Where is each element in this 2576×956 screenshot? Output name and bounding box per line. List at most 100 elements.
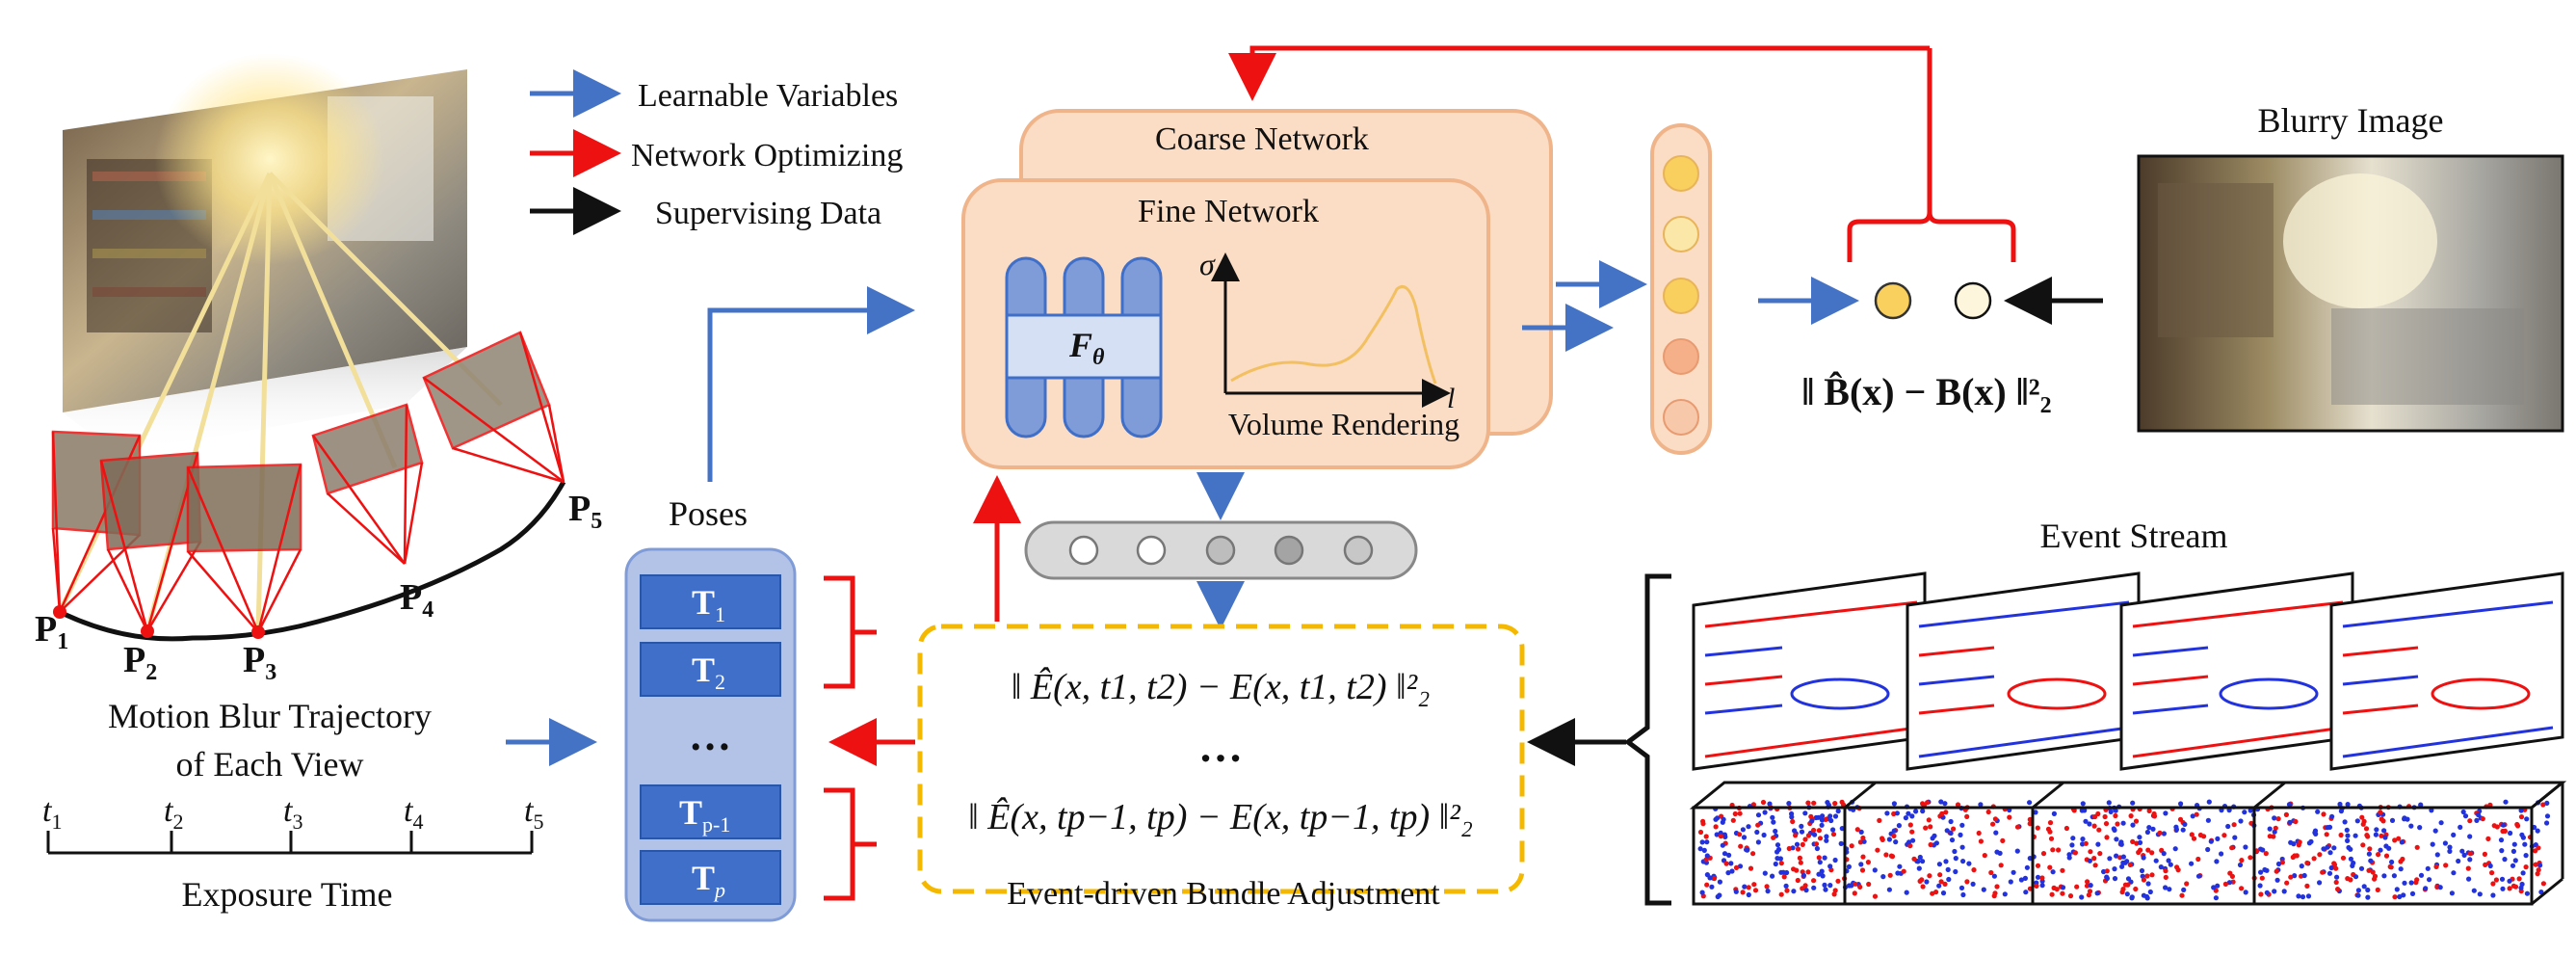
event-point [2437,885,2443,890]
gt-pixel [1954,281,1992,320]
pose-block-2 [640,642,781,697]
event-point [1827,863,1833,869]
event-point [2272,829,2277,835]
event-point [1894,810,1900,816]
event-point [2222,881,2228,888]
event-point [2466,876,2472,882]
event-point [1891,828,1897,834]
event-point [1886,887,1892,892]
event-point [1764,884,1770,890]
event-point [1778,891,1784,897]
event-point [1740,890,1746,895]
event-point [2070,836,2076,841]
event-point [1896,823,1902,829]
event-point [2102,813,2108,820]
event-point [2158,864,2164,870]
event-point [1775,846,1782,853]
event-point [2189,832,2195,837]
event-point [1811,885,1817,890]
event-point [1722,834,1728,840]
event-point [2166,858,2171,863]
event-point [2063,825,2069,832]
event-point [2113,812,2118,819]
event-point [2054,887,2060,892]
event-point [1699,839,1705,845]
event-point [2272,815,2277,821]
event-point [1703,857,1709,863]
event-point [2474,817,2480,824]
event-point [2247,808,2253,813]
pose-block-p [640,850,781,905]
event-point [2447,848,2453,855]
event-point [2060,885,2066,890]
event-point [2301,872,2307,879]
event-point [1883,852,1889,858]
event-point [1797,855,1802,862]
event-point [2014,848,2020,854]
event-point [1906,810,1911,816]
event-point [2379,833,2384,838]
event-point [2423,886,2429,891]
event-point [1795,877,1801,884]
event-point [2239,858,2245,863]
event-point [2114,853,2119,859]
blurry-image-title: Blurry Image [2258,101,2444,140]
event-point [1741,835,1748,840]
event-point [1958,832,1963,838]
event-point [2247,855,2253,861]
event-point [2205,846,2211,853]
event-volume [1689,781,2567,906]
event-point [2348,856,2353,862]
tick-t4: t4 [404,793,423,834]
event-point [2257,883,2263,889]
event-point [2082,808,2088,813]
event-point [1817,836,1824,841]
event-point [2096,827,2102,833]
event-point [1893,839,1899,845]
event-point [2394,887,2400,892]
event-point [1704,839,1710,845]
event-point [1948,818,1954,825]
event-point [2163,810,2169,816]
event-point [2518,808,2524,813]
event-point [2501,822,2507,828]
event-point [1901,868,1906,874]
event-point [2153,858,2159,863]
event-point [2194,811,2199,817]
event-point [2493,877,2499,883]
event-point [2104,835,2110,840]
event-point [2271,834,2276,839]
event-point [1917,854,1923,861]
event-point [2094,890,2100,896]
event-point [2320,869,2326,875]
event-point [1819,822,1825,828]
event-point [1886,836,1892,842]
event-point [2544,800,2550,807]
event-point [1943,859,1949,864]
event-point [2258,869,2264,875]
event-point [2522,841,2528,847]
event-point [1943,810,1949,815]
event-point [2161,851,2167,857]
event-point [2181,887,2187,893]
event-point [2344,827,2350,834]
event-point [1800,886,1805,891]
event-point [1971,867,1977,873]
ray-samples-bar [1024,520,1418,580]
event-point [2397,893,2403,900]
event-point [2260,847,2266,853]
event-point [1938,879,1944,885]
event-point [2520,870,2526,876]
event-point [2127,862,2133,868]
event-point [2398,866,2404,872]
event-point [1737,832,1743,837]
event-point [2533,848,2538,854]
pose-block-p-1 [640,784,781,839]
event-point [2418,802,2424,808]
legend-supervising: Supervising Data [655,196,881,231]
event-point [1891,801,1897,807]
event-point [2523,853,2529,859]
event-point [1860,854,1866,860]
event-point [2300,894,2306,900]
event-point [2346,844,2352,851]
